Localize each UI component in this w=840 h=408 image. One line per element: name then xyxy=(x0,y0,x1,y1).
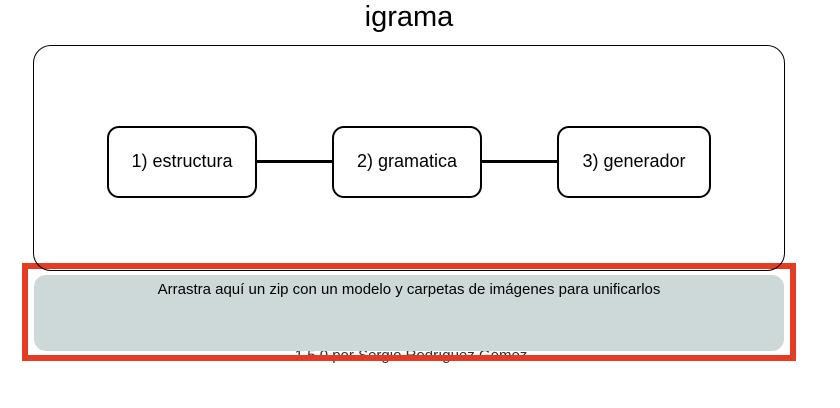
zip-dropzone[interactable]: Arrastra aquí un zip con un modelo y car… xyxy=(34,275,784,351)
workflow-panel: 1) estructura 2) gramatica 3) generador xyxy=(33,45,785,271)
dropzone-instruction: Arrastra aquí un zip con un modelo y car… xyxy=(157,281,661,298)
step-estructura-label: 1) estructura xyxy=(131,151,233,171)
step-generador-label: 3) generador xyxy=(582,151,686,171)
step-estructura-button[interactable]: 1) estructura xyxy=(107,125,257,198)
page-title: igrama xyxy=(364,1,454,33)
workflow-diagram: 1) estructura 2) gramatica 3) generador xyxy=(107,125,711,198)
connector-line xyxy=(482,160,557,163)
step-gramatica-button[interactable]: 2) gramatica xyxy=(332,125,482,198)
connector-line xyxy=(257,160,332,163)
dropzone-frame: Arrastra aquí un zip con un modelo y car… xyxy=(22,263,796,361)
step-generador-button[interactable]: 3) generador xyxy=(557,125,711,198)
step-gramatica-label: 2) gramatica xyxy=(356,151,458,171)
